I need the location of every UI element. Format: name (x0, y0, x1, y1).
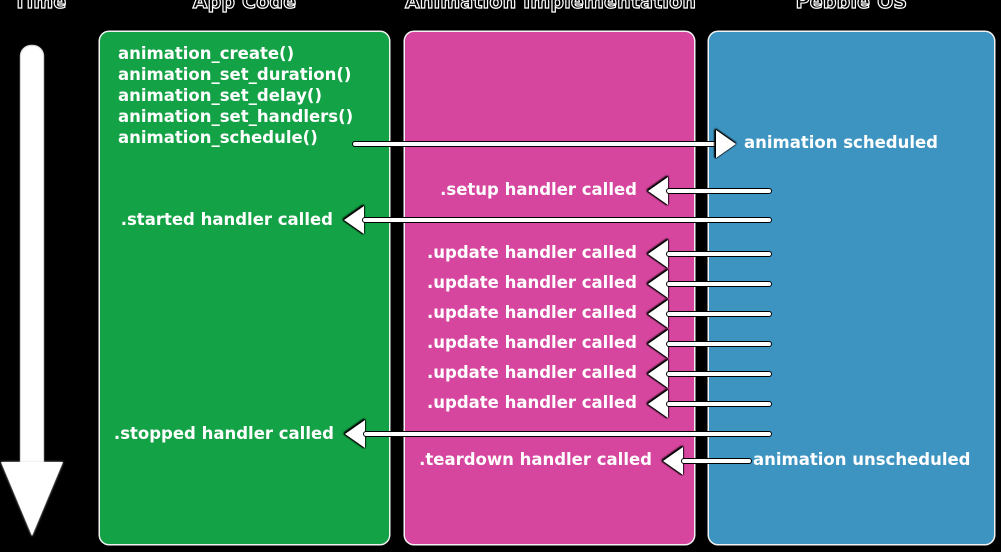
arrow-update-4 (648, 330, 772, 358)
time-arrow-head-icon (1, 462, 63, 536)
arrow-update-1 (648, 240, 772, 268)
arrow-update-6 (648, 390, 772, 418)
label-started-handler: .started handler called (120, 210, 333, 229)
lane-pebble-os (709, 32, 994, 544)
arrow-shaft (666, 188, 772, 194)
arrow-shaft (666, 371, 772, 377)
arrow-head-icon (716, 130, 736, 158)
label-update-handler-4: .update handler called (427, 333, 637, 352)
arrow-head-icon (648, 390, 668, 418)
label-update-handler-3: .update handler called (427, 303, 637, 322)
arrow-head-icon (648, 270, 668, 298)
arrow-animation-scheduled (352, 130, 736, 158)
label-animation-scheduled: animation scheduled (744, 133, 938, 152)
arrow-head-icon (648, 360, 668, 388)
label-update-handler-5: .update handler called (427, 363, 637, 382)
arrow-shaft (666, 341, 772, 347)
app-code-call: animation_schedule() (118, 127, 318, 147)
arrow-shaft (362, 217, 772, 223)
arrow-head-icon (345, 420, 365, 448)
arrow-shaft (666, 251, 772, 257)
arrow-shaft (666, 311, 772, 317)
app-code-call: animation_create() (118, 44, 295, 63)
arrow-head-icon (648, 300, 668, 328)
arrow-shaft (666, 281, 772, 287)
arrow-update-3 (648, 300, 772, 328)
arrow-started-handler (344, 206, 772, 234)
arrow-shaft (352, 141, 720, 147)
app-code-call: animation_set_delay() (118, 85, 323, 105)
arrow-shaft (681, 458, 752, 464)
app-code-call: animation_set_handlers() (118, 106, 354, 126)
header-app-code: App Code (192, 0, 297, 14)
label-update-handler-1: .update handler called (427, 243, 637, 262)
arrow-update-2 (648, 270, 772, 298)
label-stopped-handler: .stopped handler called (113, 424, 334, 443)
arrow-head-icon (663, 447, 683, 475)
arrow-shaft (666, 401, 772, 407)
arrow-head-icon (648, 330, 668, 358)
arrow-setup-handler (648, 177, 772, 205)
label-teardown-handler: .teardown handler called (419, 450, 652, 469)
arrow-shaft (363, 431, 772, 437)
arrow-update-5 (648, 360, 772, 388)
arrow-head-icon (648, 177, 668, 205)
arrow-stopped-handler (345, 420, 772, 448)
arrow-head-icon (648, 240, 668, 268)
header-animation-implementation: Animation Implementation (404, 0, 697, 14)
header-time: Time (13, 0, 67, 14)
time-arrow-shaft (21, 46, 43, 472)
label-setup-handler: .setup handler called (440, 180, 637, 199)
app-code-call: animation_set_duration() (118, 64, 352, 84)
label-update-handler-2: .update handler called (427, 273, 637, 292)
arrow-teardown-handler (663, 447, 752, 475)
arrow-head-icon (344, 206, 364, 234)
header-pebble-os: Pebble OS (795, 0, 908, 14)
app-code-call-list: animation_create() animation_set_duratio… (118, 44, 353, 149)
label-update-handler-6: .update handler called (427, 393, 637, 412)
lane-animation-implementation (405, 32, 694, 544)
lane-app-code (100, 32, 389, 544)
label-animation-unscheduled: animation unscheduled (753, 450, 971, 469)
